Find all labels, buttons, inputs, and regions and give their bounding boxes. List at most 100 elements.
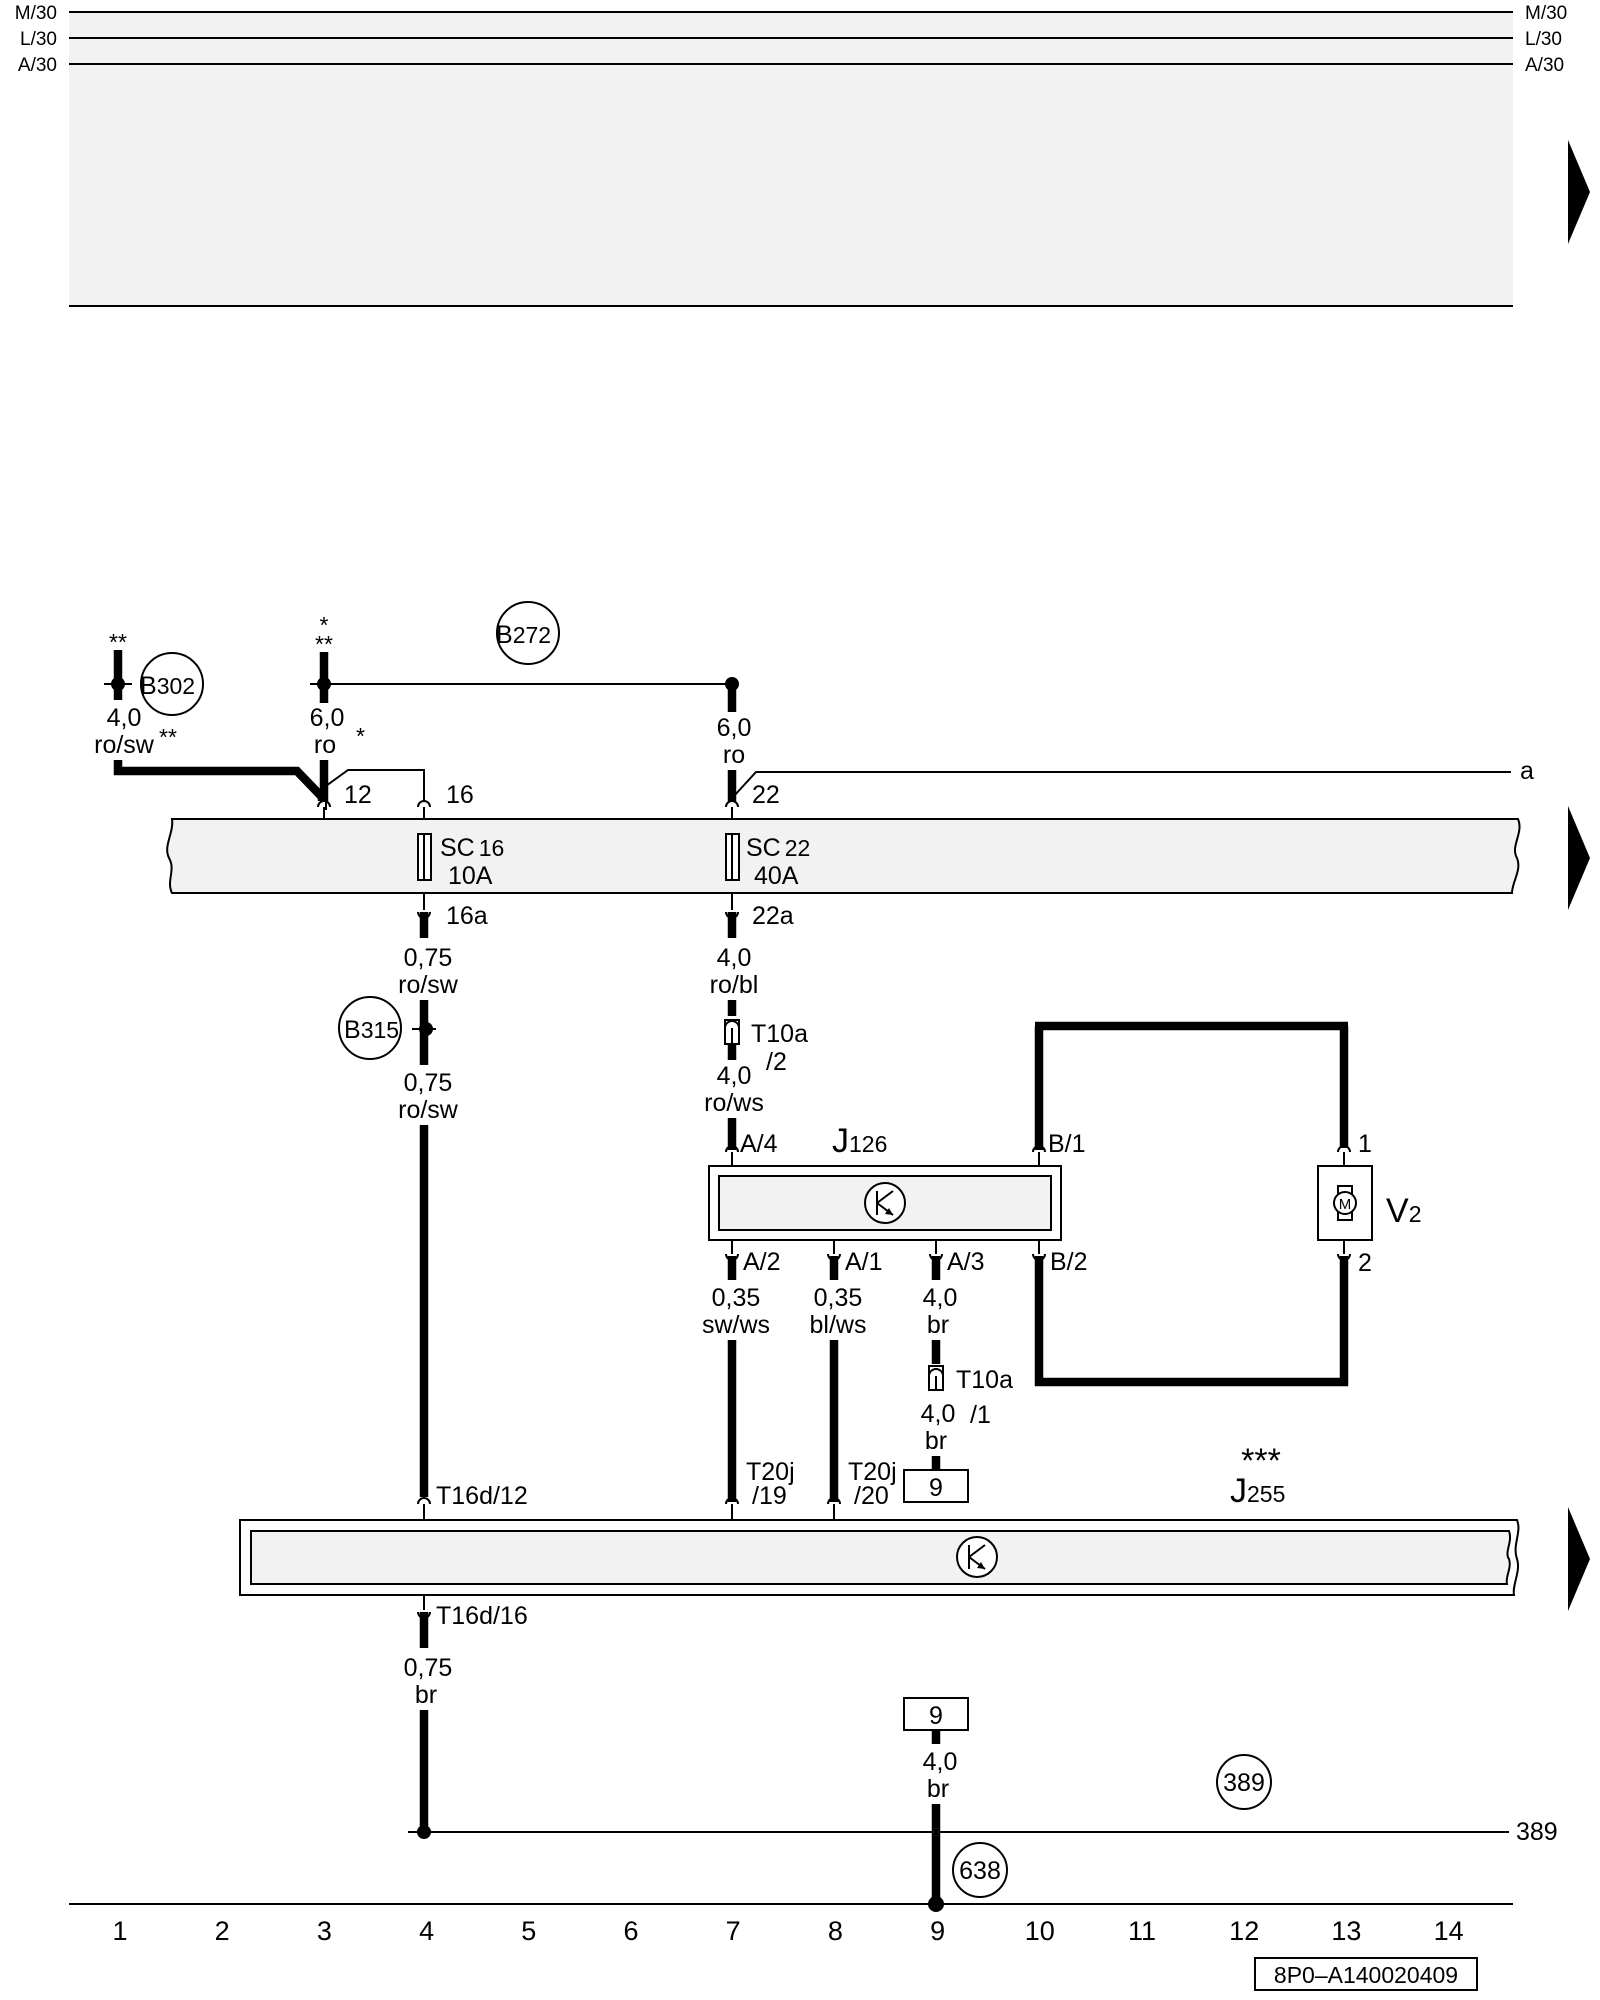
- t20j19-label-b: /19: [752, 1482, 787, 1510]
- ground-ref-box-bottom-label: 9: [929, 1702, 943, 1730]
- fuse-sc16-amp: 10A: [448, 862, 493, 890]
- wire-a2-gauge: 0,35: [712, 1284, 761, 1312]
- column-number: 9: [930, 1916, 945, 1946]
- t20j19-label-a: T20j: [746, 1458, 795, 1486]
- top-rail-panel: [69, 12, 1513, 306]
- wire-a1-color: bl/ws: [810, 1311, 867, 1339]
- b272-gauge: 6,0: [310, 704, 345, 732]
- v2-pin1-connector-icon: [1337, 1145, 1351, 1153]
- wire-16b-gauge: 0,75: [404, 1069, 453, 1097]
- b272-star-top: *: [320, 612, 329, 638]
- b315-splice-dot: [419, 1022, 433, 1036]
- pin12-label: 12: [344, 781, 372, 809]
- column-number: 10: [1025, 1916, 1055, 1946]
- b302-stars-top: **: [109, 629, 127, 655]
- wire-a3b-gauge: 4,0: [921, 1400, 956, 1428]
- pin16-label: 16: [446, 781, 474, 809]
- ground-ref-box-top-label: 9: [929, 1474, 943, 1502]
- b302-wire-to-pin12: [113, 760, 327, 801]
- fuse-box-sc: [166, 818, 1521, 894]
- motor-icon: M: [1333, 1185, 1357, 1221]
- rail-label-left-l30: L/30: [20, 29, 57, 50]
- ground-389-circle-label: 389: [1223, 1769, 1265, 1797]
- column-number: 12: [1229, 1916, 1259, 1946]
- b272-stars-top: **: [315, 631, 333, 657]
- j255-label: J255: [1230, 1472, 1285, 1510]
- wire-a2-color: sw/ws: [702, 1311, 770, 1339]
- ground-ref-box-bottom: [903, 1697, 969, 1731]
- b272-color: ro: [314, 731, 336, 759]
- column-number: 6: [623, 1916, 638, 1946]
- b315-splice-circle: [338, 996, 402, 1060]
- rail-label-left-a30: A/30: [18, 55, 57, 76]
- wire-a3-color: br: [927, 1311, 949, 1339]
- rail-label-left-m30: M/30: [15, 3, 57, 24]
- t16d12-label: T16d/12: [436, 1482, 528, 1510]
- svg-text:M: M: [1339, 1196, 1352, 1213]
- j126-pin-b1: B/1: [1048, 1130, 1086, 1158]
- wire-gnd4-color: br: [415, 1681, 437, 1709]
- line-a-label: a: [1520, 757, 1534, 785]
- b315-label: B315: [344, 1016, 399, 1044]
- sc16-out-pin-label: 16a: [446, 902, 488, 930]
- v2-pin1-label: 1: [1358, 1130, 1372, 1158]
- t20j20-label-b: /20: [854, 1482, 889, 1510]
- continuation-arrow-icon[interactable]: [1568, 1507, 1590, 1611]
- b302-color: ro/sw: [94, 731, 155, 759]
- t10a1-connector-icon: [928, 1368, 944, 1377]
- t20j20-label-a: T20j: [848, 1458, 897, 1486]
- t10a1-name: T10a: [956, 1366, 1013, 1394]
- rail-label-right-m30: M/30: [1525, 3, 1567, 24]
- wire-16b-color: ro/sw: [398, 1096, 459, 1124]
- column-number: 8: [828, 1916, 843, 1946]
- t10a1-pin-label: /1: [970, 1401, 991, 1429]
- b272-label: B272: [496, 621, 551, 649]
- t16d12-connector-icon: [417, 1497, 431, 1505]
- v2-label: V2: [1386, 1192, 1421, 1230]
- v2-pin2-label: 2: [1358, 1249, 1372, 1277]
- doc-code-box: [1254, 1957, 1478, 1991]
- column-number: 1: [112, 1916, 127, 1946]
- ground-389-circle: [1216, 1754, 1272, 1810]
- t10a2-connector-icon: [724, 1020, 740, 1029]
- pin12-connector-icon: [317, 800, 331, 808]
- continuation-arrow-icon[interactable]: [1568, 806, 1590, 910]
- b302-stars-wire: **: [159, 724, 177, 750]
- wire-gnd9-color: br: [927, 1775, 949, 1803]
- b272-splice-circle: [496, 601, 560, 665]
- b302-splice-circle: [140, 652, 204, 716]
- j126-pin-a1: A/1: [845, 1248, 883, 1276]
- t10a2-pin-label: /2: [766, 1048, 787, 1076]
- column-number: 7: [726, 1916, 741, 1946]
- doc-code: 8P0–A140020409: [1274, 1962, 1458, 1988]
- ground-ref-box-top: [903, 1469, 969, 1503]
- b272-branch-color: ro: [723, 741, 745, 769]
- j255-stars: ***: [1241, 1442, 1281, 1480]
- rail-label-right-l30: L/30: [1525, 29, 1562, 50]
- j126-pin-a3: A/3: [947, 1248, 985, 1276]
- j255-module-inner: [250, 1530, 1511, 1585]
- pin16-jumper: [325, 769, 425, 810]
- column-number: 2: [215, 1916, 230, 1946]
- ground-638-label: 638: [959, 1857, 1001, 1885]
- continuation-arrow-icon[interactable]: [1568, 140, 1590, 244]
- fuse-sc22-amp: 40A: [754, 862, 799, 890]
- column-number: 14: [1434, 1916, 1464, 1946]
- transistor-icon: [956, 1536, 998, 1578]
- rail-label-right-a30: A/30: [1525, 55, 1564, 76]
- column-number: 5: [521, 1916, 536, 1946]
- column-number: 3: [317, 1916, 332, 1946]
- column-number: 11: [1128, 1916, 1156, 1946]
- wire-a3-gauge: 4,0: [923, 1284, 958, 1312]
- pin22-connector-icon: [725, 800, 739, 808]
- wire-16a-color: ro/sw: [398, 971, 459, 999]
- ground-line-389-label: 389: [1516, 1818, 1558, 1846]
- wire-22a-color: ro/bl: [710, 971, 759, 999]
- t20j20-connector-icon: [827, 1497, 841, 1505]
- b272-splice-dot: [317, 677, 331, 691]
- wire-16a-gauge: 0,75: [404, 944, 453, 972]
